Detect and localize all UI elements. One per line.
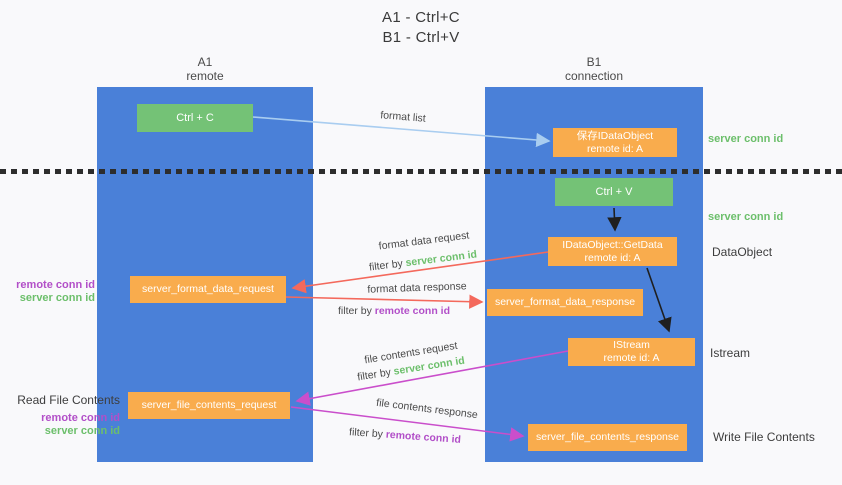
istream-side-label: Istream bbox=[710, 346, 751, 360]
server-format-data-response-label: server_format_data_response bbox=[494, 296, 636, 308]
filter-by-text: filter by bbox=[348, 426, 384, 441]
save-idataobject-line1: 保存IDataObject bbox=[576, 129, 654, 142]
format-server-conn-id-label: server conn id bbox=[19, 292, 95, 304]
save-idataobject-line2: remote id: A bbox=[586, 142, 644, 155]
getdata-line2: remote id: A bbox=[584, 251, 641, 264]
istream-node: IStream remote id: A bbox=[568, 338, 695, 366]
ctrl-c-node: Ctrl + C bbox=[137, 104, 253, 132]
section-divider bbox=[0, 169, 842, 174]
server-conn-id-text: server conn id bbox=[404, 248, 478, 270]
format-data-response-arrow bbox=[285, 294, 484, 309]
format-conn-id-block: remote conn id server conn id bbox=[0, 279, 95, 305]
read-file-contents-label: Read File Contents bbox=[17, 393, 120, 407]
server-file-contents-response-node: server_file_contents_response bbox=[528, 424, 687, 451]
server-format-data-request-label: server_format_data_request bbox=[142, 283, 274, 295]
file-remote-conn-id-label: remote conn id bbox=[41, 412, 120, 424]
remote-conn-id-text: remote conn id bbox=[385, 428, 462, 446]
filter-by-text: filter by bbox=[368, 257, 404, 274]
server-file-contents-request-label: server_file_contents_request bbox=[141, 399, 277, 411]
file-conn-id-block: remote conn id server conn id bbox=[0, 412, 120, 438]
remote-conn-id-text: remote conn id bbox=[374, 305, 451, 317]
save-idataobject-node: 保存IDataObject remote id: A bbox=[553, 128, 677, 157]
format-data-request-label: format data request bbox=[378, 229, 470, 253]
istream-line1: IStream bbox=[613, 339, 650, 351]
ctrl-v-node: Ctrl + V bbox=[555, 178, 673, 206]
filter-by-server-conn-id-label-1: filter by server conn id bbox=[368, 248, 477, 273]
lane-header-b1: B1 connection bbox=[485, 55, 703, 83]
ctrl-v-label: Ctrl + V bbox=[595, 185, 633, 198]
lane-header-a1: A1 remote bbox=[97, 55, 313, 83]
file-contents-response-label: file contents response bbox=[375, 396, 479, 422]
dataobject-label: DataObject bbox=[712, 245, 773, 259]
diagram-title: A1 - Ctrl+C B1 - Ctrl+V bbox=[0, 8, 842, 48]
server-format-data-request-node: server_format_data_request bbox=[130, 276, 286, 303]
ctrl-c-label: Ctrl + C bbox=[176, 111, 214, 124]
format-list-label: format list bbox=[379, 109, 427, 125]
filter-by-text: filter by bbox=[337, 305, 372, 317]
write-file-contents-label: Write File Contents bbox=[713, 430, 815, 444]
title-line-1: A1 - Ctrl+C bbox=[382, 9, 460, 26]
file-server-conn-id-label: server conn id bbox=[44, 425, 120, 437]
filter-by-remote-conn-id-label-2: filter by remote conn id bbox=[349, 426, 462, 446]
format-data-response-label: format data response bbox=[367, 280, 467, 296]
server-file-contents-request-node: server_file_contents_request bbox=[128, 392, 290, 419]
filter-by-remote-conn-id-label-1: filter by remote conn id bbox=[338, 305, 450, 317]
lane-a1-title: A1 bbox=[197, 55, 213, 69]
server-conn-id-top-label: server conn id bbox=[708, 133, 784, 145]
format-remote-conn-id-label: remote conn id bbox=[16, 279, 95, 291]
lane-b1-subtitle: connection bbox=[564, 69, 624, 83]
title-line-2: B1 - Ctrl+V bbox=[382, 29, 460, 46]
istream-line2: remote id: A bbox=[603, 352, 660, 364]
idataobject-getdata-node: IDataObject::GetData remote id: A bbox=[548, 237, 677, 266]
getdata-line1: IDataObject::GetData bbox=[562, 238, 663, 251]
lane-a1-subtitle: remote bbox=[186, 69, 224, 83]
server-file-contents-response-label: server_file_contents_response bbox=[535, 431, 679, 443]
server-conn-id-mid-label: server conn id bbox=[708, 211, 784, 223]
filter-by-text: filter by bbox=[356, 366, 392, 384]
server-format-data-response-node: server_format_data_response bbox=[487, 289, 643, 316]
lane-b1-title: B1 bbox=[586, 55, 602, 69]
